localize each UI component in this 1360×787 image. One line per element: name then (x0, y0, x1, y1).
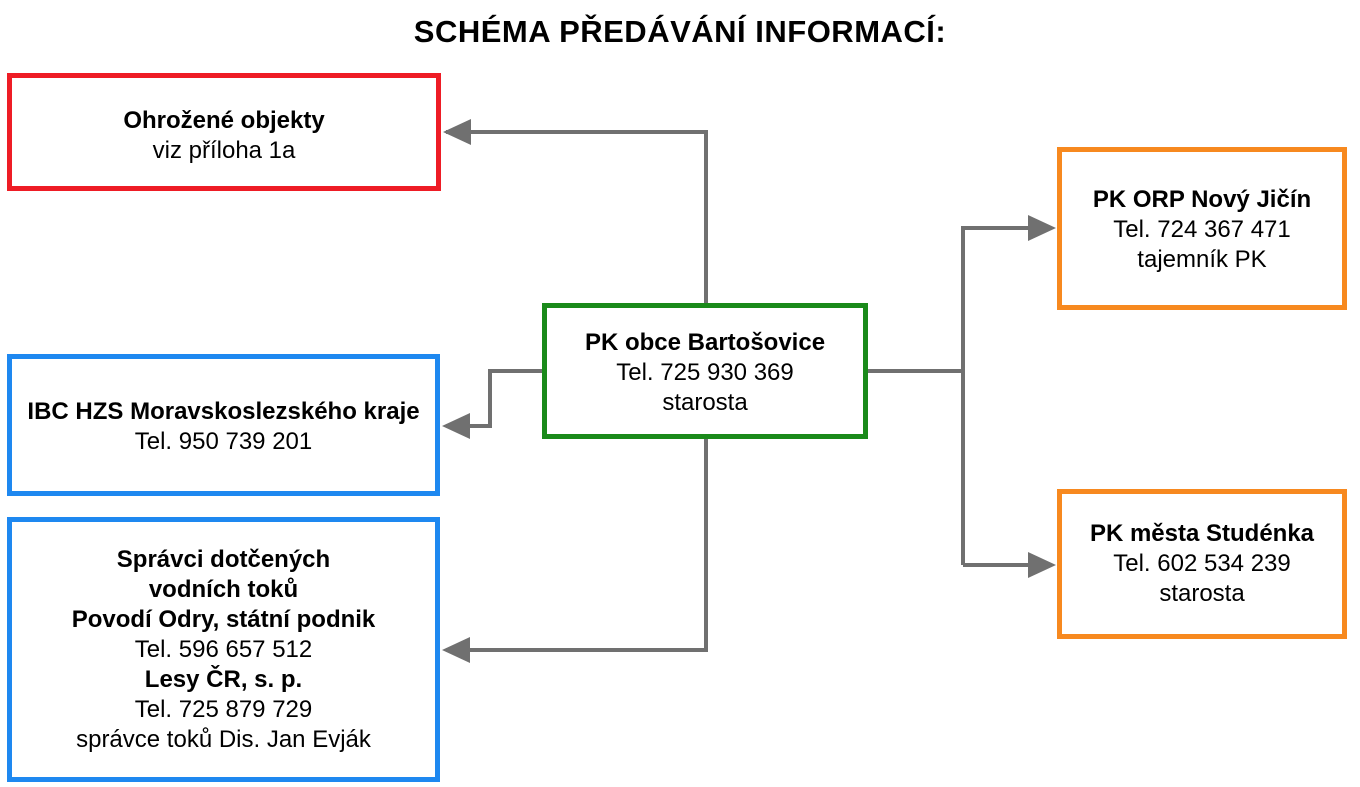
orp-name: PK ORP Nový Jičín (1092, 186, 1312, 213)
diagram-title: SCHÉMA PŘEDÁVÁNÍ INFORMACÍ: (413, 14, 947, 49)
spravci-note: správce toků Dis. Jan Evják (76, 725, 371, 753)
ibc-tel: Tel. 950 739 201 (134, 428, 313, 455)
arrow-to-spravci (446, 439, 708, 652)
arrowhead-orp (1028, 215, 1056, 241)
box-ibc-hzs: IBC HZS Moravskoslezského kraje Tel. 950… (7, 354, 440, 496)
arrowhead-ibc (442, 413, 470, 439)
studenka-tel: Tel. 602 534 239 (1113, 550, 1291, 577)
spravci-heading2: vodních toků (148, 575, 299, 603)
center-role: starosta (662, 389, 748, 416)
center-name: PK obce Bartošovice (584, 329, 826, 356)
studenka-name: PK města Studénka (1089, 520, 1315, 547)
studenka-role: starosta (1159, 580, 1245, 607)
arrowhead-studenka (1028, 552, 1056, 578)
box-pk-studenka: PK města Studénka Tel. 602 534 239 staro… (1057, 489, 1347, 639)
spravci-org1: Povodí Odry, státní podnik (71, 605, 376, 633)
arrowhead-ohrozene (443, 119, 471, 145)
center-tel: Tel. 725 930 369 (616, 359, 794, 386)
box-pk-bartosovice: PK obce Bartošovice Tel. 725 930 369 sta… (542, 303, 868, 439)
orp-tel: Tel. 724 367 471 (1113, 216, 1291, 243)
box-pk-orp-novy-jicin: PK ORP Nový Jičín Tel. 724 367 471 tajem… (1057, 147, 1347, 310)
ohrozene-name: Ohrožené objekty (123, 107, 325, 134)
arrow-to-ohrozene (446, 130, 708, 303)
spravci-org2: Lesy ČR, s. p. (144, 665, 303, 693)
ohrozene-line1: viz příloha 1a (152, 137, 296, 164)
spravci-tel2: Tel. 725 879 729 (134, 695, 313, 723)
box-ohrozene-objekty: Ohrožené objekty viz příloha 1a (7, 73, 441, 191)
box-spravci-toku: Správci dotčených vodních toků Povodí Od… (7, 517, 440, 782)
arrow-to-orp (961, 226, 1050, 565)
spravci-tel1: Tel. 596 657 512 (134, 635, 313, 663)
spravci-heading1: Správci dotčených (116, 545, 331, 573)
orp-role: tajemník PK (1137, 246, 1267, 273)
ibc-name: IBC HZS Moravskoslezského kraje (27, 398, 420, 425)
arrowhead-spravci (442, 637, 470, 663)
